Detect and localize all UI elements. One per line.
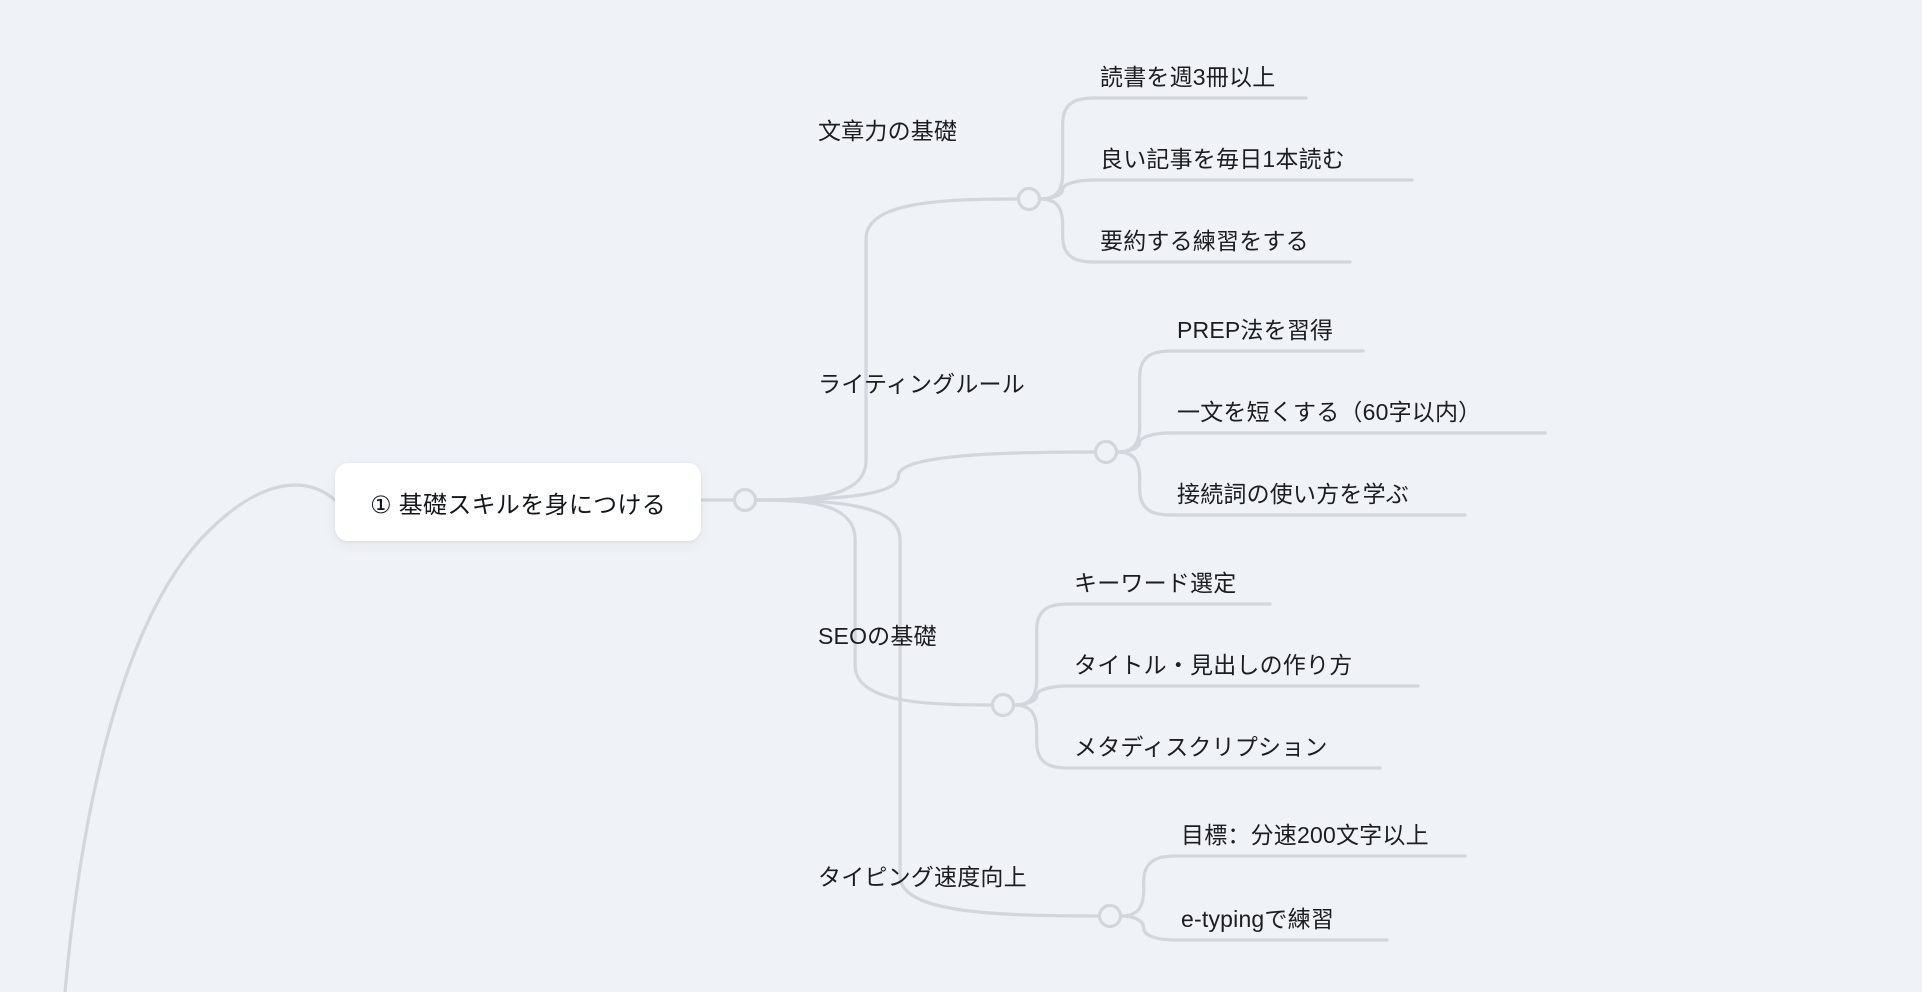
root-node[interactable]: ① 基礎スキルを身につける	[335, 463, 701, 541]
branch-hub-0[interactable]	[1016, 186, 1042, 212]
incoming-branch-link	[63, 483, 337, 992]
root-node-label: ① 基礎スキルを身につける	[369, 491, 667, 519]
leaf-label[interactable]: e-typingで練習	[1181, 906, 1335, 932]
branch-link-3	[754, 498, 1101, 918]
leaf-link-2-1	[1012, 684, 1420, 707]
branch-link-1	[754, 450, 1097, 502]
leaf-label[interactable]: キーワード選定	[1074, 570, 1237, 596]
branch-link-2	[754, 498, 994, 707]
branch-hub-2[interactable]	[990, 692, 1016, 718]
leaf-label[interactable]: 一文を短くする（60字以内）	[1177, 399, 1482, 425]
branch-hub-3[interactable]	[1097, 903, 1123, 929]
branch-label[interactable]: SEOの基礎	[818, 623, 937, 649]
leaf-label[interactable]: メタディスクリプション	[1074, 734, 1328, 760]
leaf-label[interactable]: 目標：分速200文字以上	[1181, 822, 1429, 848]
branch-label[interactable]: タイピング速度向上	[818, 864, 1027, 890]
leaf-label[interactable]: 要約する練習をする	[1100, 228, 1309, 254]
branch-label[interactable]: ライティングルール	[818, 371, 1025, 397]
root-hub[interactable]	[732, 487, 758, 513]
leaf-label[interactable]: タイトル・見出しの作り方	[1074, 652, 1353, 678]
leaf-link-0-1	[1038, 178, 1414, 201]
leaf-label[interactable]: PREP法を習得	[1177, 317, 1334, 343]
branch-hub-1[interactable]	[1093, 439, 1119, 465]
branch-label[interactable]: 文章力の基礎	[818, 118, 958, 144]
leaf-label[interactable]: 読書を週3冊以上	[1100, 64, 1276, 90]
leaf-label[interactable]: 接続詞の使い方を学ぶ	[1177, 481, 1409, 507]
leaf-label[interactable]: 良い記事を毎日1本読む	[1100, 146, 1345, 172]
leaf-link-1-1	[1115, 431, 1547, 454]
branch-link-0	[754, 197, 1020, 502]
